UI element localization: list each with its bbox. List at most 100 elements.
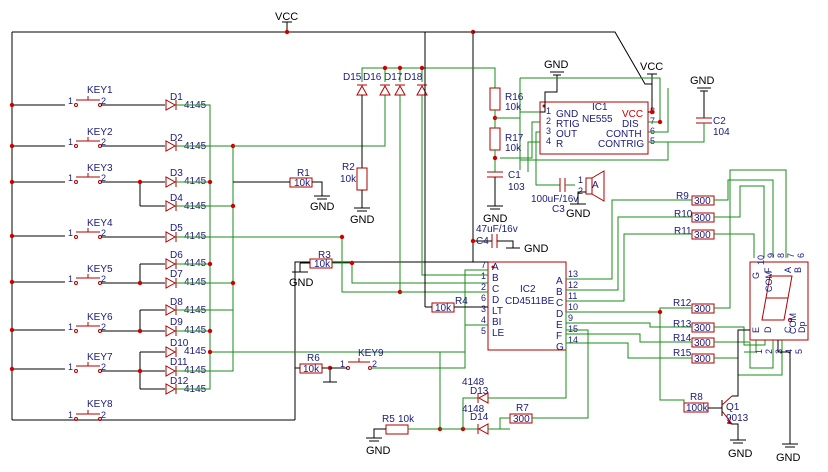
r12-value: 300 <box>694 304 711 315</box>
r4-label: R4 <box>455 296 468 307</box>
q1-transistor: Q1 9013 GND <box>721 329 753 460</box>
ic2-out-g: G <box>556 342 564 353</box>
d4-label: D4 <box>170 193 183 204</box>
key2-pin2: 2 <box>101 137 106 147</box>
d5-label: D5 <box>170 223 183 234</box>
key3-label: KEY3 <box>87 163 113 174</box>
r17-value: 10k <box>505 143 522 154</box>
vcc-label-ic1: VCC <box>640 61 663 73</box>
key7-switch: KEY7 1 2 <box>68 352 140 373</box>
seg-g-label: G <box>751 272 761 279</box>
r16-label: R16 <box>505 92 524 103</box>
key4-switch: KEY4 1 2 <box>68 218 165 239</box>
gnd-label-speaker: GND <box>566 208 591 220</box>
gnd-label-r2: GND <box>350 214 375 226</box>
d9-diode: D9 4145 <box>165 317 207 337</box>
ic2-in-b: B <box>492 273 499 284</box>
key6-pin2: 2 <box>101 322 106 332</box>
ic2-pin2: 2 <box>481 282 486 292</box>
d11-label: D11 <box>170 357 188 368</box>
key3-switch: KEY3 1 2 <box>68 163 140 184</box>
disp-pin5: 5 <box>794 349 804 354</box>
ic2-pin13: 13 <box>568 269 578 279</box>
c1-label: C1 <box>508 170 521 181</box>
key5-pin1: 1 <box>68 274 73 284</box>
d16-diode <box>379 84 391 96</box>
c2-label: C2 <box>713 116 726 127</box>
c3-value: 100uF/16v <box>531 194 578 205</box>
r15-resistor: R15 300 <box>673 348 715 365</box>
segment-resistors: R9 300 R10 300 R11 300 R12 300 R13 300 R… <box>566 169 787 408</box>
gnd-label-q1: GND <box>728 448 753 460</box>
r12-label: R12 <box>673 298 692 309</box>
d18-label: D18 <box>404 72 423 83</box>
ic2-in-c: C <box>492 284 499 295</box>
speaker-label: A <box>592 180 599 191</box>
key7-pin1: 1 <box>68 362 73 372</box>
ic1-contrig: CONTRIG <box>598 139 644 150</box>
d3-label: D3 <box>170 168 183 179</box>
seg-com-top-label: COM <box>764 271 774 292</box>
ic2-name: CD4511BE <box>505 296 555 307</box>
ic1-vcc: VCC <box>622 109 643 120</box>
c2-value: 104 <box>713 127 730 138</box>
r11-value: 300 <box>694 230 711 241</box>
r15-value: 300 <box>694 354 711 365</box>
gnd-label-ic1: GND <box>544 59 569 71</box>
ic2-pin10: 10 <box>568 302 578 312</box>
key7-pin2: 2 <box>101 362 106 372</box>
d4-diode: D4 4145 <box>165 193 207 212</box>
ic2-pin9: 9 <box>568 313 573 323</box>
d5-diode: D5 4145 <box>165 223 207 243</box>
r3-label: R3 <box>318 250 331 261</box>
r9-resistor: R9 300 <box>676 191 715 207</box>
disp-pin8: 8 <box>776 253 786 258</box>
ic1-pin1: 1 <box>546 106 551 116</box>
r8-label: R8 <box>690 392 703 403</box>
r14-value: 300 <box>694 338 711 349</box>
key4-pin1: 1 <box>68 228 73 238</box>
r17-label: R17 <box>505 133 524 144</box>
r3-value: 10k <box>314 259 331 270</box>
d15-d18-group: D15 D16 D17 D18 R2 10k GND <box>340 65 496 276</box>
r13-value: 300 <box>694 323 711 334</box>
q1-label: Q1 <box>726 402 740 413</box>
r16-value: 10k <box>505 102 522 113</box>
ic2-in-a: A <box>492 262 499 273</box>
ic1-name: NE555 <box>582 114 613 125</box>
d6-diode: D6 4145 <box>165 250 207 270</box>
r9-label: R9 <box>676 191 689 202</box>
r12-resistor: R12 300 <box>673 298 715 315</box>
ic2-out-f: F <box>556 331 562 342</box>
r8-value: 100k <box>686 403 709 414</box>
r1-resistor: R1 10k GND <box>233 168 335 213</box>
d1-label: D1 <box>170 92 183 103</box>
d14-label: D14 <box>470 412 489 423</box>
c1-capacitor: C1 103 GND <box>483 170 525 225</box>
d7-diode: D7 4145 <box>165 269 207 289</box>
r7-value: 300 <box>513 414 530 425</box>
ic2-pin14: 14 <box>568 335 578 345</box>
ic2-in-le: LE <box>492 328 505 339</box>
r1-value: 10k <box>294 178 311 189</box>
ic2-out-d: D <box>556 309 563 320</box>
key9-label: KEY9 <box>358 348 384 359</box>
d3-diode: D3 4145 <box>165 168 207 188</box>
key1-label: KEY1 <box>87 85 113 96</box>
r13-label: R13 <box>673 319 692 330</box>
d14-part: 4148 <box>462 404 485 415</box>
d13-label: D13 <box>470 386 489 397</box>
key5-label: KEY5 <box>87 264 113 275</box>
ic2-in-bi: BI <box>492 317 501 328</box>
r8-resistor: R8 100k <box>683 392 709 414</box>
d8-diode: D8 4145 <box>165 297 207 316</box>
q1-part: 9013 <box>726 413 749 424</box>
gnd-label-c1: GND <box>483 213 508 225</box>
r10-value: 300 <box>694 213 711 224</box>
gnd-label-c4: GND <box>524 243 549 255</box>
key2-pin1: 1 <box>68 137 73 147</box>
d2-diode: D2 4145 <box>165 133 207 152</box>
bottom-section: R5 10k GND 4148 D13 4148 D14 R7 3 <box>366 312 753 460</box>
d17-diode <box>394 84 406 96</box>
speaker-pin1: 1 <box>578 175 583 185</box>
